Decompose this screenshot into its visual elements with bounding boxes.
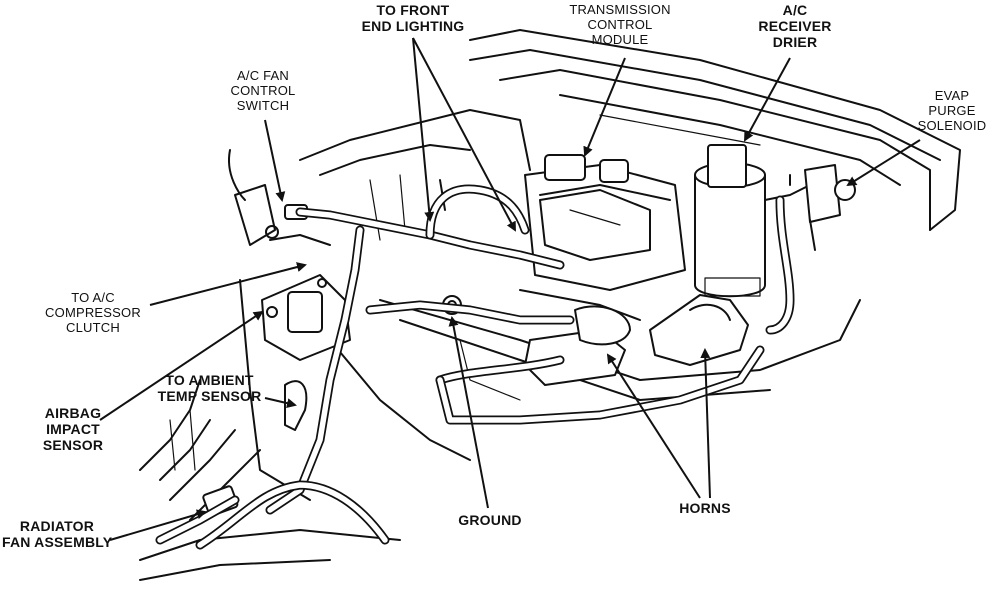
label-ambient-temp-sensor: TO AMBIENT TEMP SENSOR — [157, 372, 262, 404]
fender-panel — [469, 29, 961, 231]
receiver-drier-body — [694, 144, 811, 298]
label-airbag-impact-sensor: AIRBAG IMPACT SENSOR — [42, 405, 104, 453]
label-ac-fan-control-switch: A/C FAN CONTROL SWITCH — [230, 68, 296, 113]
airbag-sensor-body — [261, 274, 351, 361]
label-radiator-fan-assembly: RADIATOR FAN ASSEMBLY — [2, 518, 113, 550]
label-front-end-lighting: TO FRONT END LIGHTING — [361, 2, 465, 34]
horn-left — [524, 305, 631, 386]
wiring-harness — [155, 184, 795, 550]
label-ground: GROUND — [458, 512, 522, 528]
radiator-fan-body — [139, 379, 401, 581]
evap-solenoid-body — [789, 164, 856, 251]
leader-lines — [99, 37, 921, 541]
label-horns: HORNS — [679, 500, 731, 516]
label-receiver-drier: A/C RECEIVER DRIER — [758, 2, 832, 50]
label-evap-purge-solenoid: EVAP PURGE SOLENOID — [917, 88, 987, 133]
tcm-body — [524, 154, 686, 291]
label-ac-compressor-clutch: TO A/C COMPRESSOR CLUTCH — [45, 290, 141, 335]
ac-fan-switch-body — [228, 149, 308, 246]
horn-right — [649, 294, 749, 366]
label-transmission-control-module: TRANSMISSION CONTROL MODULE — [569, 2, 671, 47]
ambient-sensor-body — [284, 380, 308, 431]
